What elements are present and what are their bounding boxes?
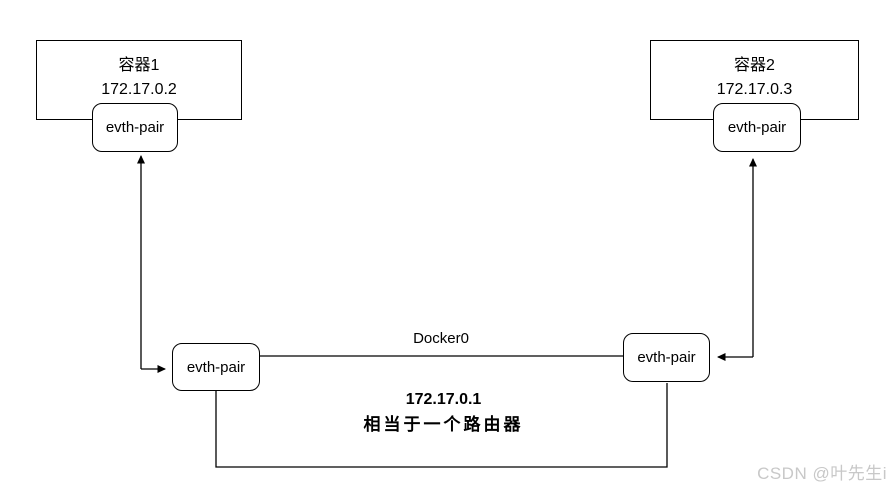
container1-ip: 172.17.0.2: [101, 81, 177, 98]
bridge-note-label: 相当于一个路由器: [363, 415, 524, 434]
container1-name: 容器1: [118, 57, 160, 74]
container2-name: 容器2: [734, 57, 775, 74]
veth-pair-bridge-left-label: evth-pair: [186, 358, 246, 376]
veth-pair-bridge-right-label: evth-pair: [637, 349, 696, 366]
csdn-watermark: CSDN @叶先生i: [757, 464, 887, 483]
veth-pair-bridge-right: evth-pair: [623, 333, 710, 382]
veth-pair-container1: evth-pair: [92, 103, 178, 152]
veth-pair-container1-label: evth-pair: [105, 119, 165, 136]
bottom-loop-line: [215, 383, 668, 468]
docker0-label: Docker0: [413, 330, 469, 347]
veth-pair-bridge-left: evth-pair: [172, 343, 260, 391]
veth-pair-container2: evth-pair: [713, 103, 801, 152]
veth-pair-container2-label: evth-pair: [727, 119, 787, 136]
container2-ip: 172.17.0.3: [716, 81, 793, 98]
bridge-ip-label: 172.17.0.1: [405, 391, 482, 408]
